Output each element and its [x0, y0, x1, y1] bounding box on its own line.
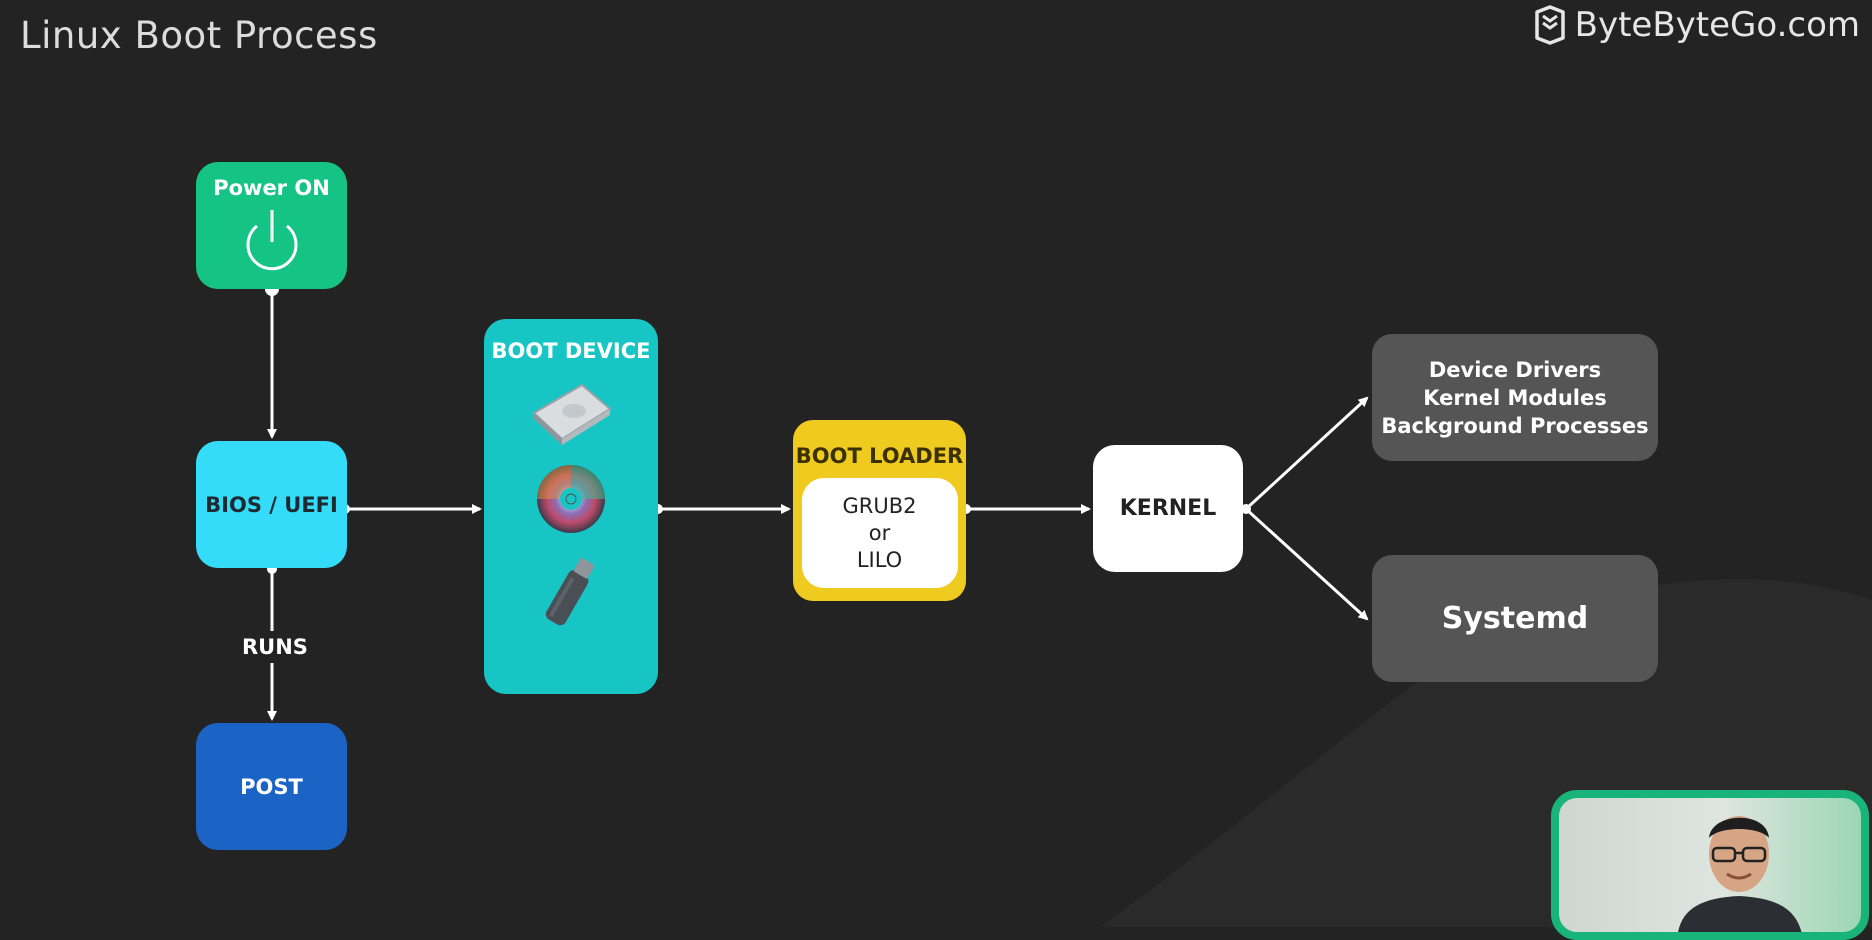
presenter-video [1551, 790, 1869, 940]
kernel-to-systemd-arrow [1244, 507, 1369, 621]
kernel-node: KERNEL [1093, 445, 1243, 572]
page-title: Linux Boot Process [20, 14, 378, 57]
background-processes-label: Background Processes [1381, 413, 1649, 438]
hard-disk-icon [532, 383, 612, 445]
or-label: or [868, 520, 891, 545]
boot-loader-node: BOOT LOADER GRUB2 or LILO [793, 420, 966, 601]
bios-uefi-label: BIOS / UEFI [205, 492, 338, 517]
post-label: POST [240, 774, 303, 799]
device-drivers-label: Device Drivers [1428, 357, 1602, 382]
optical-disc-icon [537, 465, 605, 533]
boot-device-label: BOOT DEVICE [491, 339, 651, 363]
brand-logo: ByteByteGo.com [1533, 4, 1860, 46]
lilo-label: LILO [856, 547, 903, 572]
boot-device-node: BOOT DEVICE [484, 319, 658, 694]
kernel-to-drivers-arrow [1244, 396, 1369, 511]
runs-label: RUNS [236, 631, 314, 663]
bytebytego-logo-icon [1534, 5, 1565, 45]
grub-label: GRUB2 [842, 493, 917, 518]
power-on-node: Power ON [196, 162, 347, 289]
grub-lilo-box: GRUB2 or LILO [801, 478, 958, 588]
kernel-label: KERNEL [1119, 496, 1217, 521]
bios-uefi-node: BIOS / UEFI [196, 441, 347, 568]
post-node: POST [196, 723, 347, 850]
systemd-node: Systemd [1372, 555, 1658, 682]
boot-loader-label: BOOT LOADER [795, 444, 964, 468]
kernel-modules-label: Kernel Modules [1423, 385, 1607, 410]
power-icon [246, 210, 297, 271]
systemd-label: Systemd [1441, 601, 1589, 636]
drivers-modules-processes-node: Device Drivers Kernel Modules Background… [1372, 334, 1658, 461]
brand-text: ByteByteGo.com [1574, 5, 1860, 45]
power-on-label: Power ON [213, 176, 330, 200]
usb-drive-icon [545, 558, 595, 626]
presenter-avatar [1678, 816, 1802, 932]
